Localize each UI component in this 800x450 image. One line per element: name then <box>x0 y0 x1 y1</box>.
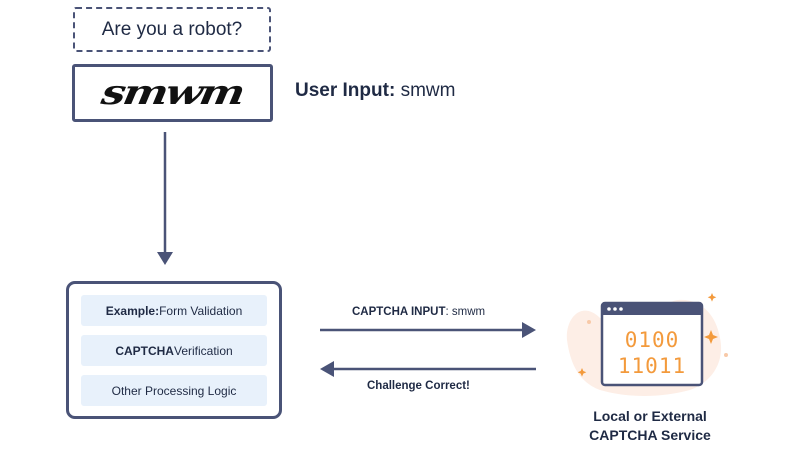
captcha-distorted-text: smwm <box>98 73 247 113</box>
dot-decoration <box>587 320 591 324</box>
service-window-titlebar <box>602 303 702 315</box>
request-label-bold: CAPTCHA INPUT <box>352 306 446 318</box>
service-label: Local or External CAPTCHA Service <box>560 407 740 445</box>
window-dot-2 <box>613 307 617 311</box>
step-other-processing: Other Processing Logic <box>81 375 267 406</box>
response-arrow-label: Challenge Correct! <box>367 380 470 392</box>
sparkle-icon <box>577 368 587 377</box>
service-label-line-1: Local or External <box>593 408 707 424</box>
window-dot-3 <box>619 307 623 311</box>
request-label-text: : smwm <box>445 306 486 318</box>
step-form-validation: Example: Form Validation <box>81 295 267 326</box>
robot-question-box: Are you a robot? <box>73 7 271 52</box>
step-bold: Example: <box>105 303 160 318</box>
dot-decoration <box>724 353 728 357</box>
sparkle-icon <box>704 330 718 344</box>
user-input-value: smwm <box>400 80 456 101</box>
binary-line-1: 0100 <box>624 328 680 352</box>
server-processing-box: Example: Form Validation CAPTCHA Verific… <box>66 281 282 419</box>
service-label-line-2: CAPTCHA Service <box>589 427 711 443</box>
step-text: Form Validation <box>159 303 243 318</box>
step-text: Other Processing Logic <box>111 383 237 398</box>
window-dot-1 <box>607 307 611 311</box>
user-input-title: User Input: <box>295 80 396 101</box>
binary-line-2: 11011 <box>617 354 687 378</box>
step-captcha-verification: CAPTCHA Verification <box>81 335 267 366</box>
step-bold: CAPTCHA <box>115 343 174 358</box>
response-arrow-head <box>320 361 334 377</box>
captcha-image: smwm <box>72 64 273 122</box>
request-arrow-label: CAPTCHA INPUT: smwm <box>352 306 485 318</box>
user-input-label: User Input: smwm <box>295 80 455 102</box>
binary-digits: 0100 11011 <box>617 327 687 379</box>
robot-question: Are you a robot? <box>101 18 243 40</box>
down-arrow-head <box>157 252 173 265</box>
response-label-bold: Challenge Correct! <box>367 380 470 392</box>
step-text: Verification <box>173 343 233 358</box>
sparkle-icon <box>707 293 717 302</box>
request-arrow-head <box>522 322 536 338</box>
